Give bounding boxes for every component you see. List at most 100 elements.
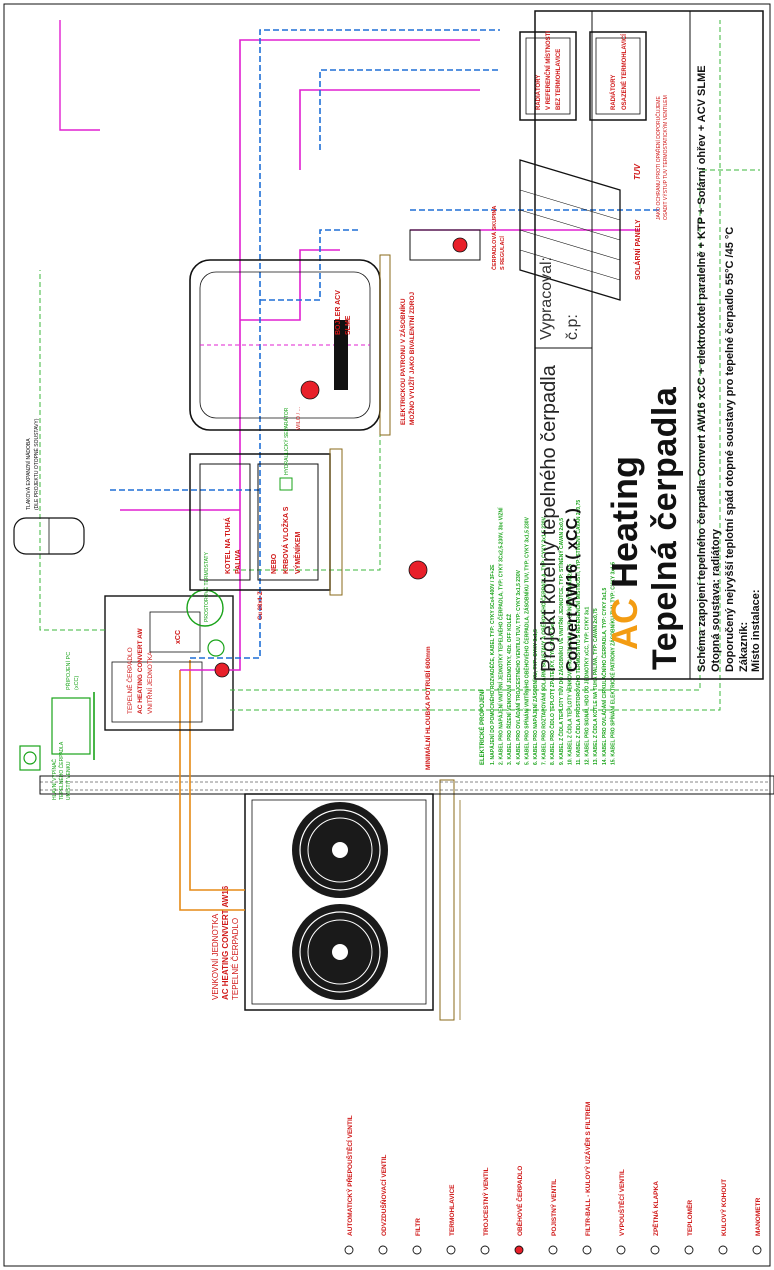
electrical-item: 2. KABEL PRO NAPÁJENÍ VNITŘNÍ JEDNOTKY T…	[497, 507, 505, 765]
hydraulic-separator-label: HYDRAULICKÝ SEPARÁTOR	[283, 407, 290, 475]
legend-label: AUTOMATICKÝ PŘEPOUŠTĚCÍ VENTIL	[345, 1115, 354, 1236]
tuv-note-1: JAKO OCHRANU PROTI OPAŘENÍ DOPORUČUJEME	[654, 96, 662, 220]
pump-tank-icon	[300, 380, 320, 400]
heating-system: Otopná soustava: radiátory	[710, 528, 722, 672]
refrigerant-pipe-2	[189, 660, 245, 891]
pump-boiler-icon	[408, 560, 428, 580]
tank-ground-slab	[379, 254, 391, 436]
boiler-door-top	[199, 463, 251, 581]
control-cable-3	[39, 270, 105, 631]
drawing-frame	[3, 3, 771, 1267]
heating-return-main	[190, 29, 500, 659]
control-cable-1	[230, 20, 721, 711]
legend-label: TERMOHLAVICE	[449, 1184, 456, 1236]
heating-flow-radiator	[299, 89, 480, 170]
electrical-item: 15. KABEL PRO SPÍNÁNÍ ELEKTRICKÉ PATRONY…	[608, 562, 616, 765]
solar-panels	[519, 159, 621, 301]
electrical-item: 14. KABEL PRO OVLÁDÁNÍ CIRKULAČNÍHO ČERP…	[600, 588, 608, 765]
title-block-frame	[534, 10, 764, 680]
electrical-title: ELEKTRICKÉ PROPOJENÍ	[478, 690, 486, 765]
check-valve-icon	[650, 1245, 660, 1255]
electrical-item: 13. KABEL Z ČIDLA KOTLE NA TUHÁ PALIVA, …	[592, 608, 599, 765]
thermostatic-valve-icon	[446, 1245, 456, 1255]
indoor-unit-body	[104, 595, 234, 731]
expansion-vessel-label-2: (DLE PROJEKTU OTOPNÉ SOUSTAVY)	[33, 418, 40, 510]
outdoor-unit: TEPELNÉ ČERPADLO AC HEATING CONVERT AW16…	[211, 793, 434, 1011]
electrical-item: 7. KABEL PRO ROZTAPOVÁNÍ SOLÁRNÍ SOUSTAV…	[540, 516, 548, 765]
radiator-1-body	[519, 31, 577, 121]
room-terminal-label-1: PROSTOROVÉ TERMOSTATY	[203, 551, 210, 622]
tank-label-2: SLME	[345, 315, 352, 335]
fan-1-icon	[292, 904, 388, 1000]
control-cable-2	[230, 169, 760, 691]
tuv-note-2: OSADIT VÝSTUP TUV TERMOSTATICKÝM VENTILE…	[662, 95, 669, 220]
model-name: Convert AW16 ( xCC )	[564, 508, 581, 672]
customer-label: Zákazník:	[738, 621, 750, 672]
solar-pump-label-1: ČERPADLOVÁ SKUPINA	[491, 206, 498, 270]
outdoor-unit-label-2: AC HEATING CONVERT AW16	[221, 885, 230, 1000]
indoor-unit: TEPELNÉ ČERPADLO AC HEATING CONVERT AW V…	[104, 595, 234, 731]
expansion-vessel-label-1: TLAKOVÁ EXPANZNÍ NÁDOBA	[25, 438, 32, 510]
laptop-icon	[51, 692, 95, 760]
outdoor-unit-inner	[251, 799, 427, 1005]
radiator-2-label-1: RADIÁTORY	[610, 75, 617, 110]
heating-return-tank-branch	[260, 229, 360, 301]
bypass-valve-icon	[344, 1245, 354, 1255]
outdoor-unit-label-1: TEPELNÉ ČERPADLO	[231, 918, 240, 1000]
legend-item: TERMOHLAVICE	[446, 1184, 456, 1255]
legend-label: KULOVÝ KOHOUT	[719, 1179, 728, 1236]
pump-solar-icon	[452, 237, 468, 253]
legend-label: TROJCESTNÝ VENTIL	[481, 1167, 490, 1236]
main-breaker-icon	[19, 745, 41, 771]
tuv-label: TUV	[633, 163, 642, 180]
strainer-icon	[412, 1245, 422, 1255]
manometer-icon	[752, 1245, 762, 1255]
brand-subtitle: Tepelná čerpadla	[646, 386, 684, 670]
three-way-valve-icon	[480, 1245, 490, 1255]
legend-label: VYPOUŠTĚCÍ VENTIL	[617, 1169, 626, 1236]
legend-item: AUTOMATICKÝ PŘEPOUŠTĚCÍ VENTIL	[344, 1115, 354, 1255]
electrical-item: 4. KABEL PRO OVLÁDÁNÍ TROJCESTNÉHO VENTI…	[514, 569, 522, 765]
installation-place-label: Místo instalace:	[750, 589, 762, 672]
thermometer-icon	[684, 1245, 694, 1255]
electrical-item: 11. KABEL Z ČIDLA PROSTOROVÉHO TERMOSTAT…	[574, 500, 582, 765]
radiator-thermostatic: RADIÁTORY OSAZENÉ TERMOHLAVICÍ	[589, 31, 647, 121]
author-label: Vypracoval:	[538, 257, 555, 340]
ball-valve-icon	[718, 1245, 728, 1255]
outdoor-ground-slab	[439, 779, 455, 1021]
solar-panel-frame	[519, 159, 621, 301]
pump-indoor-icon	[214, 662, 230, 678]
legend-label: FILTR-BALL - KULOVÝ UZÁVĚR S FILTREM	[583, 1102, 592, 1236]
legend-label: OBĚHOVÉ ČERPADLO	[515, 1166, 524, 1236]
control-cable-4	[233, 370, 381, 571]
boiler-label-2: PALIVA	[235, 549, 242, 574]
safety-valve-icon	[548, 1245, 558, 1255]
electrical-item: 12. KABEL PRO SIGNÁL HDO DO JEDNOTKY xCC…	[584, 607, 591, 765]
electrical-list: 1. NAPÁJENÍ DO POMOCNÉHO ROZVADĚČE, KABE…	[488, 500, 616, 765]
boiler-label-4: KRBOVÁ VLOŽKA S	[281, 506, 290, 574]
radiator-2-body	[589, 31, 647, 121]
radiator-1-label-1: RADIÁTORY	[535, 75, 542, 110]
refrigerant-pipe-1	[179, 670, 245, 911]
legend-item: FILTR-BALL - KULOVÝ UZÁVĚR S FILTREM	[582, 1102, 592, 1255]
building-wall	[39, 775, 774, 795]
cp-label: č.p:	[564, 314, 581, 340]
heating-flow-main	[180, 39, 480, 671]
laptop-label-1: PŘIPOJENÍ PC	[64, 652, 72, 690]
indoor-unit-panel	[111, 661, 203, 723]
brand-ac: AC	[604, 598, 645, 650]
legend-item: TEPLOMĚR	[684, 1200, 694, 1255]
outdoor-unit-label-3: VENKOVNÍ JEDNOTKA	[211, 913, 220, 1000]
tank-coil-icon	[334, 320, 348, 390]
indoor-unit-label-2: AC HEATING CONVERT AW	[137, 628, 144, 714]
legend-item: ODVZDUŠŇOVACÍ VENTIL	[378, 1154, 388, 1255]
electrical-item: 6. KABEL PRO NAPÁJENÍ ZÁSOBNÍKU, TYP: CY…	[531, 629, 539, 765]
legend-item: MANOMETR	[752, 1197, 762, 1255]
radiator-reference-room: RADIÁTORY V REFERENČNÍ MÍSTNOSTI BEZ TER…	[519, 31, 577, 121]
legend-item: OBĚHOVÉ ČERPADLO	[514, 1166, 524, 1255]
legend-item: VYPOUŠTĚCÍ VENTIL	[616, 1169, 626, 1255]
legend-item: KULOVÝ KOHOUT	[718, 1179, 728, 1255]
radiator-1-label-3: BEZ TERMOHLAVICE	[556, 49, 562, 110]
